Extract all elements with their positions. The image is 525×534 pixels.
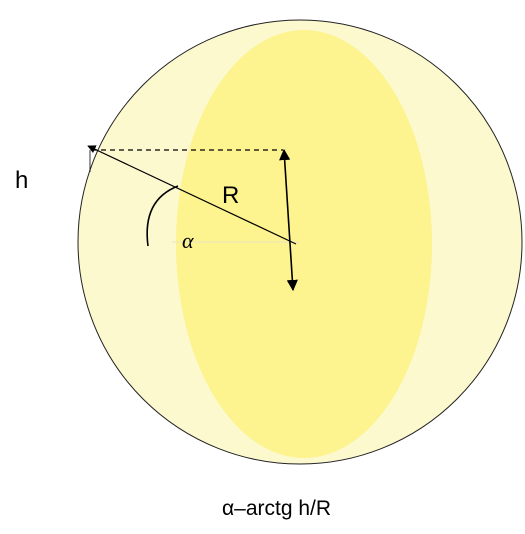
angle-arc (146, 185, 179, 247)
vertical-axis-arrow (279, 148, 298, 292)
label-R: R (222, 182, 239, 209)
label-h: h (15, 167, 28, 194)
label-alpha: α (182, 228, 194, 253)
radius-line (87, 145, 297, 245)
cross-section-ellipse (176, 30, 432, 458)
formula-caption: α–arctg h/R (222, 497, 331, 520)
